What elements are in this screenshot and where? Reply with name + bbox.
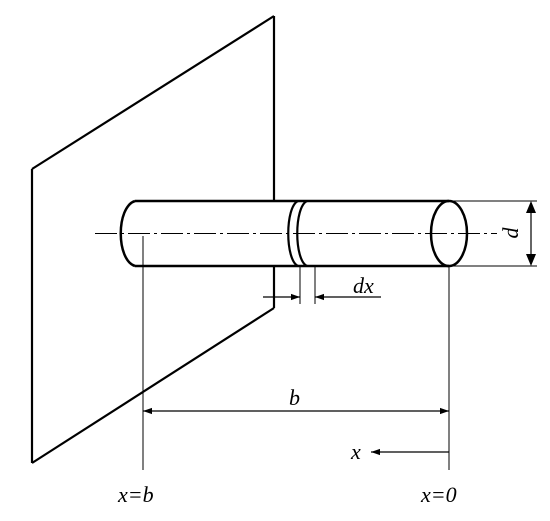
free-end-label: x=0	[420, 482, 457, 507]
fixed-end-label: x=b	[117, 482, 154, 507]
dx-dimension	[263, 266, 381, 304]
length-dimension	[142, 236, 450, 470]
wall-plane	[30, 15, 276, 464]
diameter-label: d	[498, 227, 523, 239]
diameter-dimension	[449, 200, 537, 267]
axis-label: x	[350, 439, 361, 464]
dx-label: dx	[353, 273, 374, 298]
length-label: b	[289, 385, 300, 410]
